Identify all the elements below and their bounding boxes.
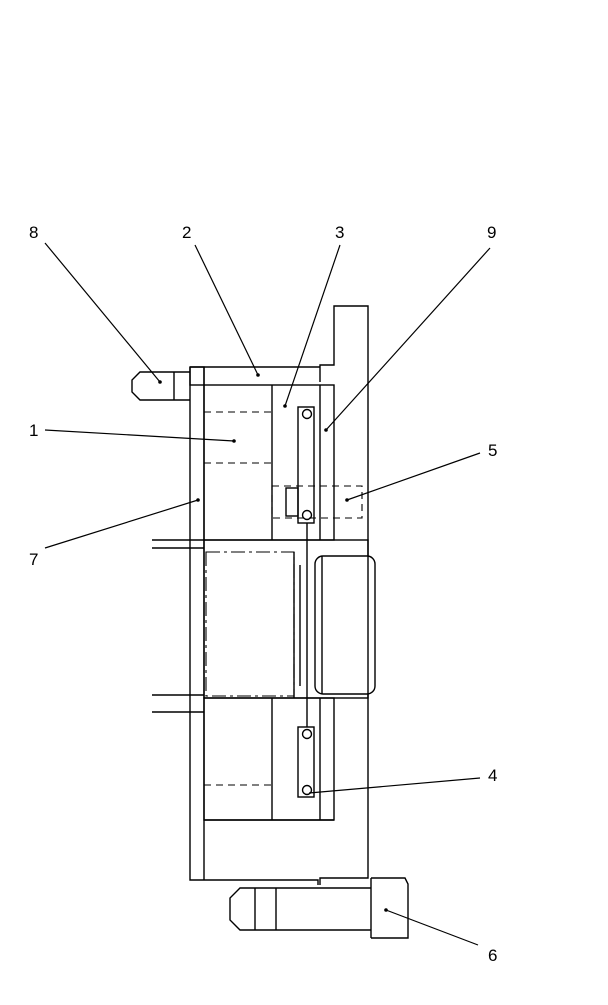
- o-ring-bottom: [301, 784, 313, 796]
- leader-dot-8: [158, 380, 162, 384]
- leader-7: [44, 499, 199, 549]
- bolt-top: [131, 371, 190, 401]
- rotor-disc: [314, 555, 376, 695]
- leader-dot-9: [324, 428, 328, 432]
- bolt-bottom-shank: [229, 887, 371, 931]
- leader-dot-5: [345, 498, 349, 502]
- o-ring-mid: [301, 509, 313, 521]
- seal-channel-lower: [297, 726, 315, 798]
- housing-outline: [319, 305, 369, 885]
- leader-2: [194, 244, 259, 376]
- bolt-bottom: [371, 877, 409, 939]
- callout-4: 4: [488, 766, 497, 785]
- leader-3: [284, 244, 341, 407]
- o-ring-top: [301, 408, 313, 420]
- pin-head: [285, 487, 299, 517]
- leader-dot-2: [256, 373, 260, 377]
- leader-6: [385, 909, 479, 946]
- callout-9: 9: [487, 223, 496, 242]
- hidden-pin: [271, 485, 363, 519]
- leader-1: [44, 429, 235, 442]
- o-ring-lower: [301, 728, 313, 740]
- base-plate: [189, 367, 319, 885]
- bolt-top-head: [189, 366, 205, 386]
- callout-7: 7: [29, 550, 38, 569]
- seal-channel-upper: [297, 406, 315, 524]
- callout-2: 2: [182, 223, 191, 242]
- callout-5: 5: [488, 441, 497, 460]
- leader-dot-6: [384, 908, 388, 912]
- leader-dot-1: [232, 439, 236, 443]
- shaft-hidden-outline: [205, 551, 295, 697]
- leader-4: [308, 777, 481, 794]
- leader-dot-7: [196, 498, 200, 502]
- leader-dot-3: [283, 404, 287, 408]
- leader-5: [346, 452, 481, 501]
- callout-3: 3: [335, 223, 344, 242]
- callout-6: 6: [488, 946, 497, 965]
- callout-8: 8: [29, 223, 38, 242]
- leader-9: [325, 247, 491, 431]
- leader-8: [44, 242, 161, 383]
- callout-1: 1: [29, 421, 38, 440]
